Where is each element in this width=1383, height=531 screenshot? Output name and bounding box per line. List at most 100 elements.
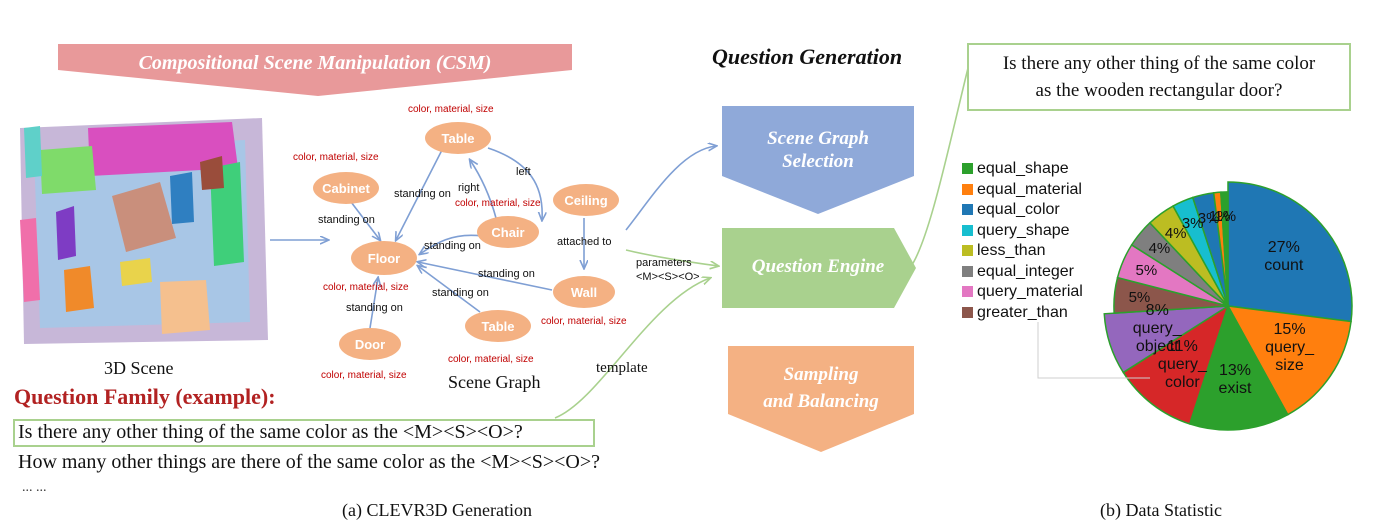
pipeline-shapes xyxy=(722,106,916,452)
example-question-line1: Is there any other thing of the same col… xyxy=(1002,53,1316,74)
question-generation-title: Question Generation xyxy=(712,44,903,69)
legend-label: equal_material xyxy=(977,180,1082,198)
graph-node-label-door: Door xyxy=(355,337,385,352)
legend-label: query_material xyxy=(977,283,1083,300)
pie-slice-percent: 4% xyxy=(1148,240,1171,258)
legend-item-equal-material: equal_material xyxy=(962,181,1082,201)
legend-swatch xyxy=(962,204,973,215)
example-question-box xyxy=(967,43,1351,111)
attribute-label: color, material, size xyxy=(448,354,534,365)
pie-slice-percent: 11% xyxy=(1166,337,1198,355)
pie-leader-line xyxy=(1037,322,1150,379)
pie-slice-label: 1% xyxy=(1170,208,1270,226)
edge-label-standing-on: standing on xyxy=(432,287,489,299)
pipeline-step-3-line2: and Balancing xyxy=(763,391,879,412)
edge-label-standing-on: standing on xyxy=(318,214,375,226)
pie-slice-label: 4% xyxy=(1109,240,1209,258)
attribute-label: color, material, size xyxy=(321,370,407,381)
graph-node-floor xyxy=(351,241,417,275)
parameters-label: parameters <M><S><O> xyxy=(636,256,700,284)
legend-label: query_shape xyxy=(977,221,1070,239)
example-question-line2: as the wooden rectangular door? xyxy=(1035,80,1283,101)
csm-banner-title: Compositional Scene Manipulation (CSM) xyxy=(138,52,492,74)
pie-slice-name: exist xyxy=(1218,380,1252,398)
edge-label-standing-on: standing on xyxy=(478,268,535,280)
caption-b: (b) Data Statistic xyxy=(1100,500,1222,520)
legend-item-equal-shape: equal_shape xyxy=(962,160,1069,180)
graph-node-cabinet xyxy=(313,172,379,204)
pie-slice-percent: 15% xyxy=(1273,320,1306,338)
legend-item-query-shape: query_shape xyxy=(962,222,1070,242)
graph-node-label-cabinet: Cabinet xyxy=(322,181,370,196)
question-family-line-1: Is there any other thing of the same col… xyxy=(18,421,523,443)
question-family-line-2: How many other things are there of the s… xyxy=(18,451,600,473)
edge-label-right: right xyxy=(458,182,480,194)
example-question-text: Is there any other thing of the same col… xyxy=(968,50,1350,104)
attribute-label: color, material, size xyxy=(541,316,627,327)
pipeline-step-1-line2: Selection xyxy=(782,151,854,172)
legend-swatch xyxy=(962,183,973,195)
edge-label-standing-on: standing on xyxy=(346,302,403,314)
pie-slice xyxy=(1188,304,1289,431)
attribute-label: color, material, size xyxy=(408,104,494,115)
edge-label-attached-to: attached to xyxy=(557,236,612,248)
scene-graph-edges xyxy=(347,147,584,329)
legend-label: less_than xyxy=(977,242,1046,259)
legend-swatch xyxy=(962,163,973,174)
pie-slice-label: 13%exist xyxy=(1185,362,1285,398)
parameters-label-line2: <M><S><O> xyxy=(636,271,700,283)
pie-slice-name: query_ object xyxy=(1132,319,1182,355)
pie-slice-percent: 3% xyxy=(1197,210,1220,228)
pipeline-step-2 xyxy=(722,228,916,308)
pipeline-step-1-line1: Scene Graph xyxy=(767,128,869,149)
pie-slice-label: 27%count xyxy=(1234,239,1334,275)
pie-slice-label: 3% xyxy=(1143,215,1243,233)
legend-label: greater_than xyxy=(977,303,1068,321)
pie-slice xyxy=(1220,191,1229,307)
scene-3d-image xyxy=(20,118,268,344)
pie-slice-percent: 5% xyxy=(1135,261,1158,279)
graph-node-label-table1: Table xyxy=(442,131,475,146)
legend-item-less-than: less_than xyxy=(962,242,1046,262)
legend-label: equal_integer xyxy=(977,262,1074,280)
question-family-ellipsis: ... ... xyxy=(22,480,47,495)
pipeline-step-3-line1: Sampling xyxy=(783,364,859,385)
pie-slice xyxy=(1103,305,1229,374)
pie-slice-percent: 4% xyxy=(1164,225,1187,242)
graph-node-label-ceiling: Ceiling xyxy=(564,193,607,208)
pie-slice-name: count xyxy=(1264,256,1304,274)
template-label: template xyxy=(596,360,648,376)
scene-graph-nodes: TableCabinetCeilingChairFloorWallTableDo… xyxy=(313,122,619,360)
pie-slice-label: 11%query_ color xyxy=(1132,338,1232,392)
pie-chart xyxy=(1103,181,1353,431)
legend-swatch xyxy=(962,286,973,297)
legend-item-query-material: query_material xyxy=(962,283,1083,303)
pie-slice-label: 3% xyxy=(1159,210,1259,228)
pie-slice-percent: 1% xyxy=(1208,208,1231,226)
pie-slice-percent: 5% xyxy=(1128,288,1151,306)
legend-item-greater-than: greater_than xyxy=(962,304,1068,324)
pie-slice-label: 15%query_ size xyxy=(1240,321,1340,375)
scene-graph-label: Scene Graph xyxy=(448,372,541,392)
graph-node-wall xyxy=(553,276,615,308)
scene-label: 3D Scene xyxy=(104,358,174,378)
graph-node-ceiling xyxy=(553,184,619,216)
graph-node-chair xyxy=(477,216,539,248)
legend-swatch xyxy=(962,306,973,318)
graph-node-door xyxy=(339,328,401,360)
graph-node-label-floor: Floor xyxy=(368,251,401,266)
pie-slice-label: 4% xyxy=(1126,225,1226,243)
pie-slice-label: 8%query_ object xyxy=(1107,302,1207,356)
pie-slice xyxy=(1226,305,1352,416)
edge-label-left: left xyxy=(516,166,531,178)
graph-node-label-table2: Table xyxy=(482,319,515,334)
graph-node-table1 xyxy=(425,122,491,154)
legend-label: equal_color xyxy=(977,201,1060,218)
csm-banner xyxy=(58,44,572,96)
graph-node-label-chair: Chair xyxy=(491,225,524,240)
pipeline-step-3 xyxy=(728,346,914,452)
attribute-label: color, material, size xyxy=(293,152,379,163)
pie-slice-label: 1% xyxy=(1175,208,1275,226)
edge-label-standing-on: standing on xyxy=(424,240,481,252)
legend-item-equal-color: equal_color xyxy=(962,201,1060,221)
